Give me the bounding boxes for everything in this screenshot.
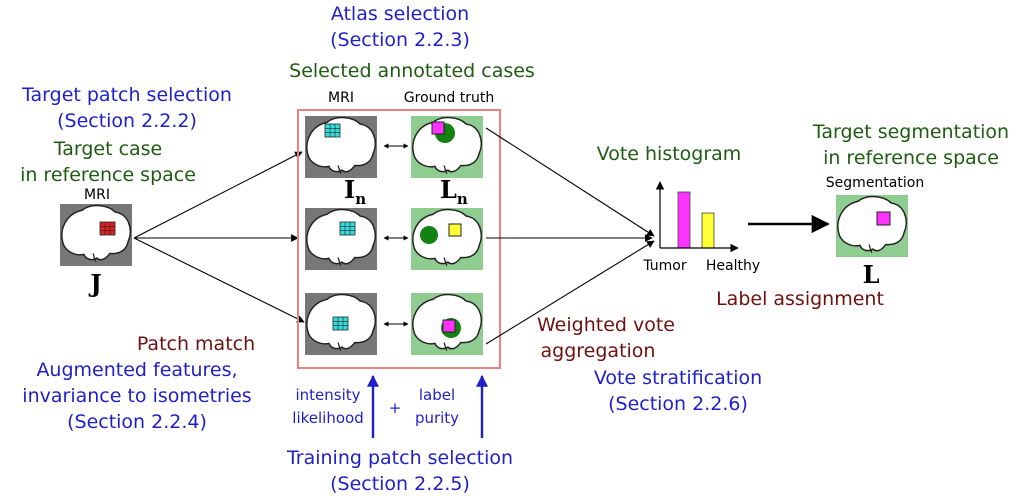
intensity-label-1: intensity [295, 386, 360, 404]
atlas-selection-section: (Section 2.2.3) [330, 29, 470, 51]
patch-match-text: Patch match [137, 333, 255, 355]
training-patch-title: Training patch selection [286, 447, 513, 469]
label-assignment-text: Label assignment [716, 288, 884, 310]
augmented-features-line1: Augmented features, [36, 359, 237, 381]
atlas-mri-2 [305, 208, 377, 270]
vote-stratification-title: Vote stratification [594, 367, 762, 389]
target-patch-title: Target patch selection [21, 84, 232, 106]
purity-label-1: label [419, 386, 455, 404]
atlas-gt-3 [411, 293, 483, 355]
arrows-atlases-to-histogram [485, 127, 655, 345]
atlas-gt-2 [411, 208, 483, 270]
weighted-vote-line2: aggregation [541, 340, 656, 362]
vote-stratification-section: (Section 2.2.6) [608, 393, 748, 415]
hist-tick-healthy: Healthy [706, 258, 760, 274]
target-case-title: Target case [53, 138, 163, 160]
plus-sign: + [389, 399, 402, 417]
atlas-selection-title: Atlas selection [331, 3, 469, 25]
target-patch-section: (Section 2.2.2) [57, 110, 197, 132]
arrows-target-to-atlases [133, 151, 305, 323]
atlas-in-symbol: In [344, 175, 366, 208]
purity-label-2: purity [415, 409, 459, 427]
hist-bar-tumor [677, 191, 691, 249]
atlas-mri-3 [305, 293, 377, 355]
augmented-features-line2: invariance to isometries [22, 385, 251, 407]
vote-histogram-title: Vote histogram [597, 143, 742, 165]
augmented-features-section: (Section 2.2.4) [67, 411, 207, 433]
segmentation-image [836, 195, 908, 257]
atlas-mri-1 [305, 116, 377, 178]
atlas-frame [297, 109, 501, 369]
vote-histogram-chart [655, 181, 739, 253]
atlas-ln-symbol: Ln [440, 175, 468, 208]
mri-column-label: MRI [328, 90, 354, 106]
target-mri-image [60, 204, 132, 266]
segmentation-l-symbol: L [863, 260, 880, 289]
segmentation-label: Segmentation [826, 175, 924, 191]
ground-truth-column-label: Ground truth [404, 90, 494, 106]
target-j-symbol: J [88, 269, 101, 298]
target-seg-title: Target segmentation [812, 121, 1009, 143]
training-patch-section: (Section 2.2.5) [330, 473, 470, 495]
selected-cases-title: Selected annotated cases [289, 60, 535, 82]
hist-bar-healthy [701, 212, 715, 249]
target-seg-subtitle: in reference space [823, 147, 999, 169]
hist-tick-tumor: Tumor [642, 258, 687, 274]
target-case-subtitle: in reference space [20, 164, 196, 186]
target-patch-red [99, 221, 116, 236]
mri-label-left: MRI [84, 187, 110, 203]
intensity-label-2: likelihood [292, 409, 363, 427]
atlas-gt-1 [411, 116, 483, 178]
weighted-vote-line1: Weighted vote [537, 314, 675, 336]
